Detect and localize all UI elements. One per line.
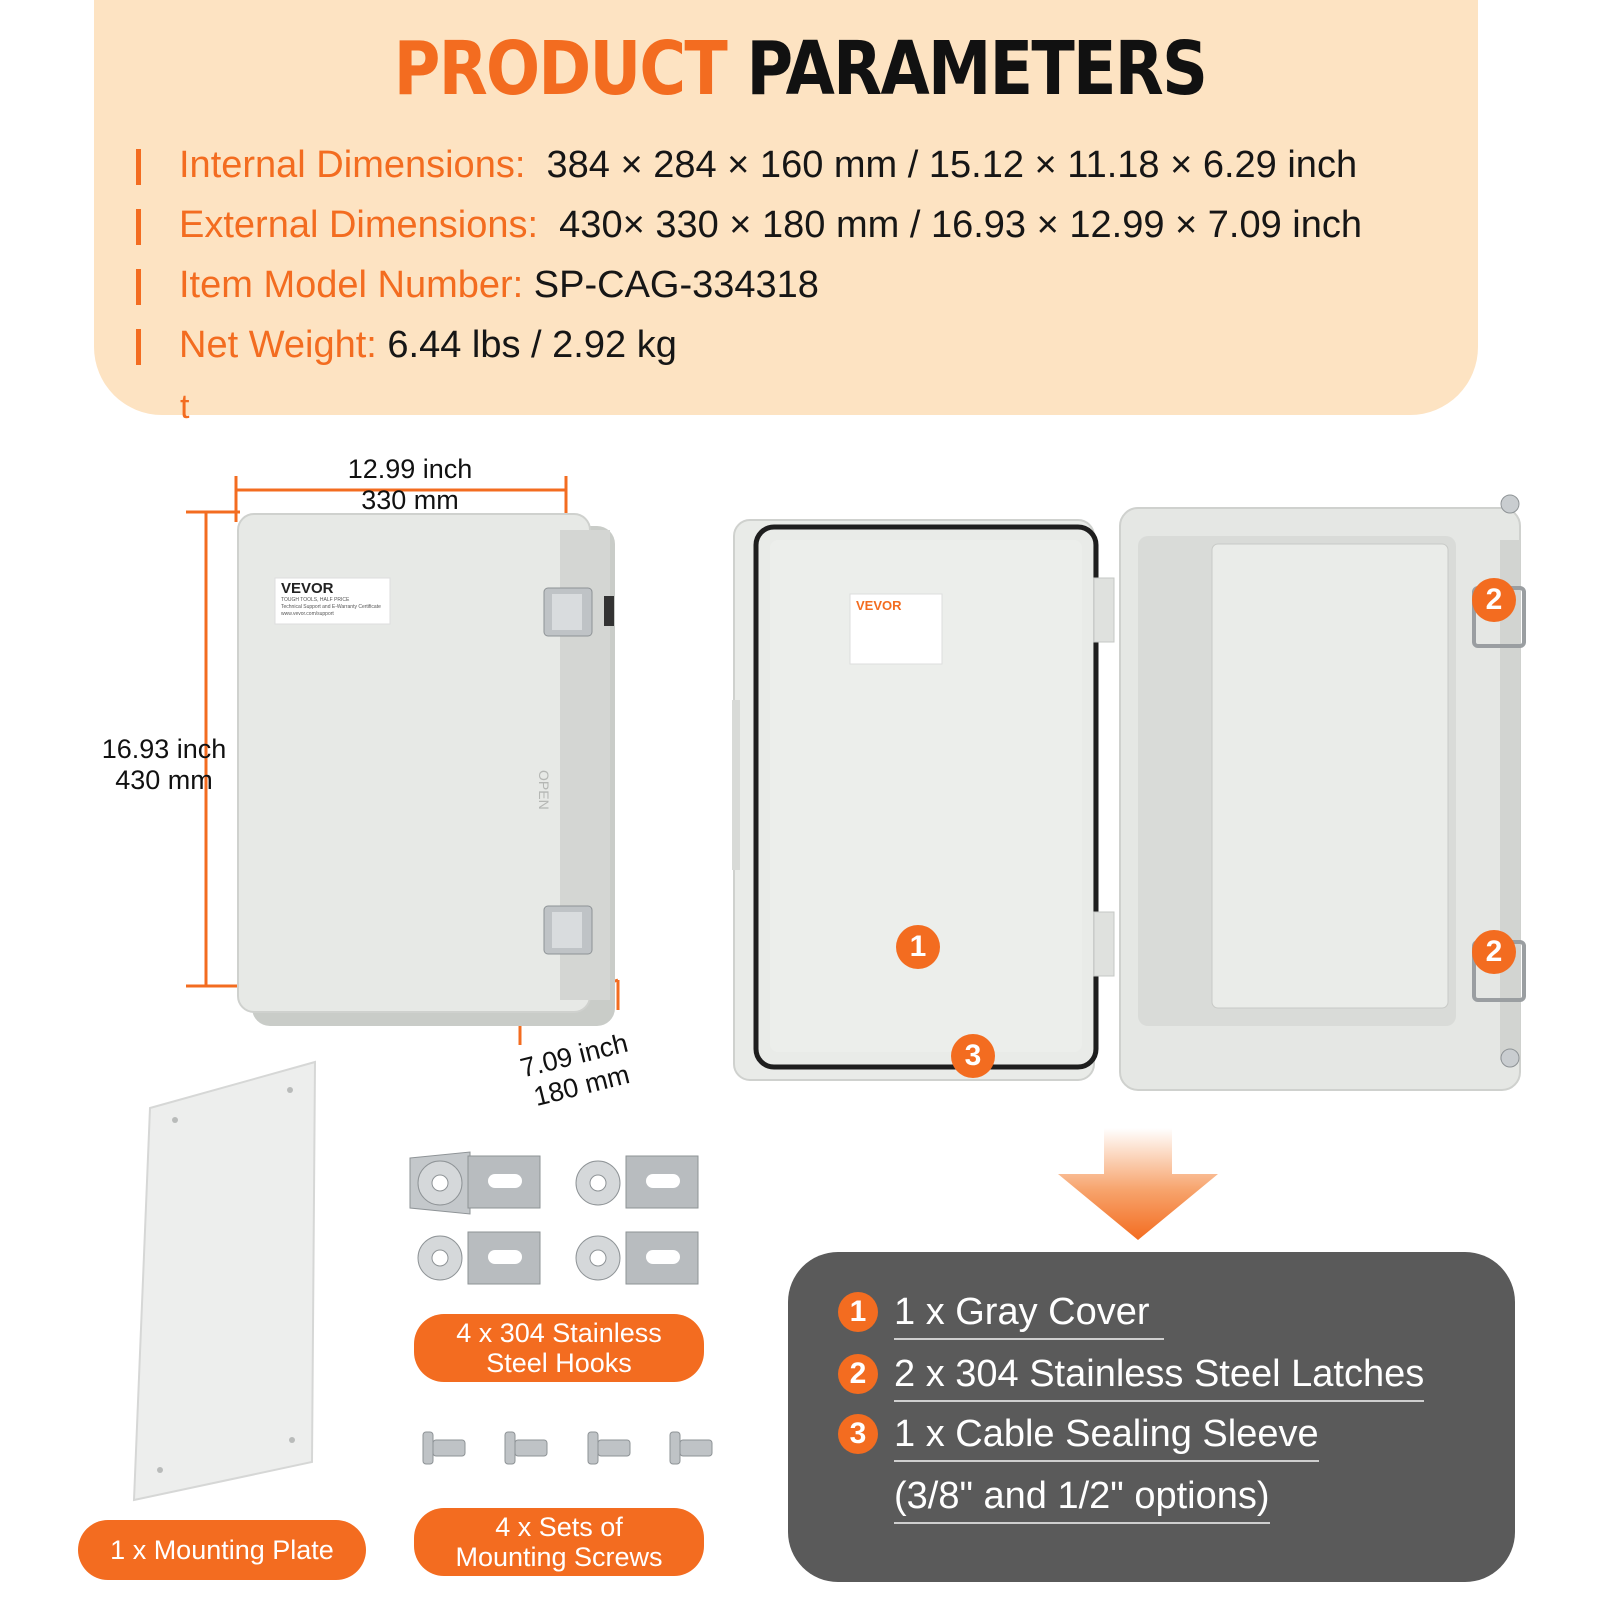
height-inch: 16.93 inch — [101, 734, 227, 764]
height-mm: 430 mm — [115, 765, 213, 795]
steel-hook — [409, 1151, 541, 1215]
spec-bullet — [136, 268, 141, 305]
brand-logo: VEVOR — [281, 580, 334, 597]
item-text: 1 x Gray Cover — [894, 1288, 1164, 1340]
steel-hook — [575, 1231, 699, 1285]
screw — [669, 1431, 713, 1465]
spec-label: External Dimensions: — [179, 204, 539, 246]
spec-label: Net Weight: — [179, 324, 377, 366]
brand-tagline: TOUGH TOOLS, HALF PRICE — [281, 597, 350, 603]
item-text: 2 x 304 Stainless Steel Latches — [894, 1350, 1425, 1402]
spec-label: Item Model Number: — [179, 264, 524, 306]
title-accent: PRODUCT — [393, 26, 728, 112]
mounting-plate-image — [132, 1060, 317, 1502]
screws-line1: 4 x Sets of — [495, 1512, 623, 1542]
spec-bullet — [136, 148, 141, 185]
spec-bullet — [136, 328, 141, 365]
screw — [587, 1431, 631, 1465]
spec-model-number: Item Model Number: SP-CAG-334318 — [136, 260, 819, 310]
open-marker: OPEN — [536, 770, 552, 810]
includes-panel — [788, 1252, 1515, 1582]
stray-character: t — [180, 388, 190, 426]
parameters-header-panel — [94, 0, 1478, 415]
item-text: (3/8" and 1/2" options) — [894, 1472, 1270, 1524]
hooks-line2: Steel Hooks — [486, 1348, 632, 1378]
screw — [422, 1431, 466, 1465]
steel-hook — [575, 1155, 699, 1209]
height-dimension-line — [186, 510, 240, 988]
spec-value: 6.44 lbs / 2.92 kg — [387, 324, 677, 366]
spec-label: Internal Dimensions: — [179, 144, 526, 186]
width-mm: 330 mm — [361, 485, 459, 515]
plate-label: 1 x Mounting Plate — [110, 1535, 334, 1565]
closed-enclosure-image — [237, 513, 615, 1026]
width-inch: 12.99 inch — [347, 454, 473, 484]
screws-label-pill: 4 x Sets of Mounting Screws — [414, 1508, 704, 1576]
label-line: Technical Support and E-Warranty Certifi… — [281, 604, 381, 610]
spec-value: SP-CAG-334318 — [533, 264, 819, 306]
steel-hooks-image — [409, 1151, 699, 1285]
spec-value: 430× 330 × 180 mm / 16.93 × 12.99 × 7.09… — [559, 204, 1362, 246]
spec-value: 384 × 284 × 160 mm / 15.12 × 11.18 × 6.2… — [546, 144, 1358, 186]
width-dimension-label: 12.99 inch 330 mm — [330, 454, 490, 516]
title-main: PARAMETERS — [746, 26, 1208, 112]
mounting-plate-label-pill: 1 x Mounting Plate — [78, 1520, 366, 1580]
mounting-screws-image — [422, 1431, 713, 1465]
hooks-label-pill: 4 x 304 Stainless Steel Hooks — [414, 1314, 704, 1382]
lid-brand-logo: VEVOR — [856, 598, 902, 613]
spec-external-dimensions: External Dimensions: 430× 330 × 180 mm /… — [136, 200, 1362, 250]
item-text: 1 x Cable Sealing Sleeve — [894, 1410, 1319, 1462]
page-title: PRODUCT PARAMETERS — [112, 26, 1488, 112]
screws-line2: Mounting Screws — [455, 1542, 663, 1572]
item-number-badge: 3 — [838, 1414, 878, 1454]
spec-net-weight: Net Weight: 6.44 lbs / 2.92 kg — [136, 320, 677, 370]
item-number-badge: 1 — [838, 1292, 878, 1332]
hooks-line1: 4 x 304 Stainless — [456, 1318, 662, 1348]
steel-hook — [417, 1231, 541, 1285]
item-number-badge: 2 — [838, 1354, 878, 1394]
height-dimension-label: 16.93 inch 430 mm — [84, 734, 244, 796]
open-enclosure-image — [732, 494, 1526, 1091]
callout-latch-top: 2 — [1472, 578, 1516, 622]
label-url: www.vevor.com/support — [281, 611, 334, 617]
product-label: VEVOR TOUGH TOOLS, HALF PRICE Technical … — [281, 581, 391, 618]
callout-gray-cover: 1 — [896, 925, 940, 969]
spec-bullet — [136, 208, 141, 245]
spec-internal-dimensions: Internal Dimensions: 384 × 284 × 160 mm … — [136, 140, 1357, 190]
callout-latch-bottom: 2 — [1472, 930, 1516, 974]
screw — [504, 1431, 548, 1465]
down-arrow-icon — [1058, 1128, 1218, 1240]
callout-sealing-sleeve: 3 — [951, 1034, 995, 1078]
